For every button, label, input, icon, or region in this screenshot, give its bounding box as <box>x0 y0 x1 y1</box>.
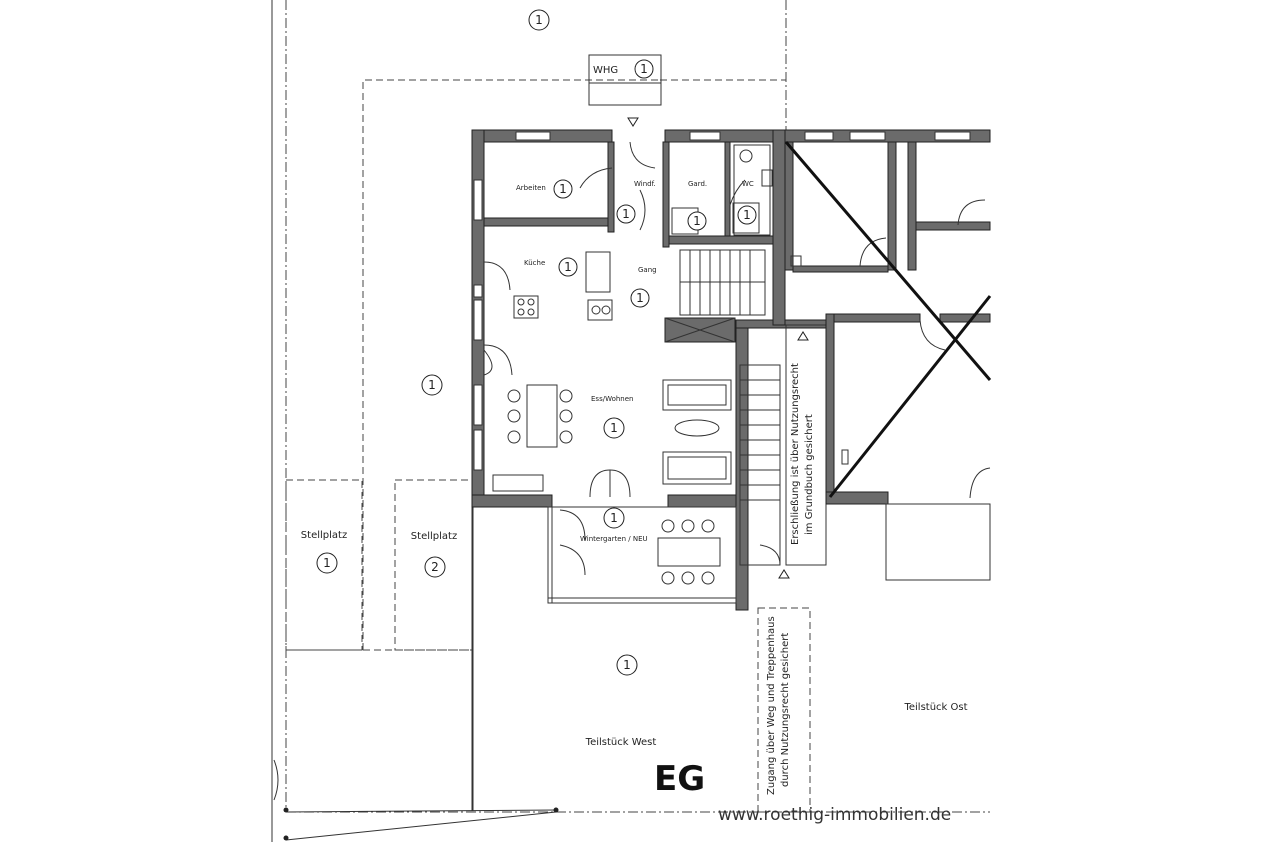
main-staircase <box>679 249 766 316</box>
teilstueck-west-label: Teilstück West <box>585 737 657 748</box>
room-label-wintergarten: Wintergarten / NEU <box>580 535 648 543</box>
easement-note-line2: im Grundbuch gesichert <box>804 414 815 535</box>
whg-number-circle <box>634 59 654 79</box>
room-label-wc: WC <box>742 180 754 188</box>
room-number-arbeiten: 1 <box>559 182 567 196</box>
neighbour-building <box>784 129 992 581</box>
interior-walls <box>483 141 774 343</box>
wintergarten-structure <box>547 506 737 604</box>
stellplatz-1-number: 1 <box>323 556 331 570</box>
room-number-wintergarten: 1 <box>610 511 618 525</box>
room-number-windf: 1 <box>622 207 630 221</box>
garden-number-lower: 1 <box>623 658 631 672</box>
stellplatz-2-label: Stellplatz <box>411 531 457 542</box>
room-number-gang: 1 <box>636 291 644 305</box>
kitchen-fixtures <box>513 251 613 321</box>
sanitary-fixtures <box>671 144 773 236</box>
whg-number: 1 <box>640 62 648 76</box>
floor-label: EG <box>654 759 705 799</box>
watermark: www.roethig-immobilien.de <box>718 805 951 825</box>
whg-label: WHG <box>593 65 618 76</box>
garden-outline <box>286 79 786 651</box>
property-boundaries <box>271 0 990 842</box>
entrance-marker-icon <box>627 117 639 127</box>
room-number-ess-wohnen: 1 <box>610 421 618 435</box>
access-note-line2: durch Nutzungsrecht gesichert <box>780 633 791 787</box>
exterior-walls <box>471 129 827 611</box>
windows <box>473 131 721 471</box>
room-number-kueche: 1 <box>564 260 572 274</box>
access-note-line1: Zugang über Weg und Treppenhaus <box>766 616 777 795</box>
whg-label-box <box>588 54 662 106</box>
stellplatz-2-number: 2 <box>431 560 439 574</box>
room-label-windf: Windf. <box>634 180 656 188</box>
room-label-gard: Gard. <box>688 180 707 188</box>
easement-note-line1: Erschließung ist über Nutzungsrecht <box>790 363 801 545</box>
garden-number-left: 1 <box>428 378 436 392</box>
teilstueck-ost-label: Teilstück Ost <box>903 702 967 713</box>
room-label-gang: Gang <box>638 266 657 274</box>
room-number-wc: 1 <box>743 208 751 222</box>
room-label-arbeiten: Arbeiten <box>516 184 546 192</box>
garden-number-top: 1 <box>535 13 543 27</box>
living-dining-furniture <box>492 379 732 492</box>
room-label-ess-wohnen: Ess/Wohnen <box>591 395 634 403</box>
room-label-kueche: Küche <box>524 259 545 267</box>
room-number-gard: 1 <box>693 214 701 228</box>
doors <box>483 141 781 576</box>
stellplatz-1-label: Stellplatz <box>301 530 347 541</box>
